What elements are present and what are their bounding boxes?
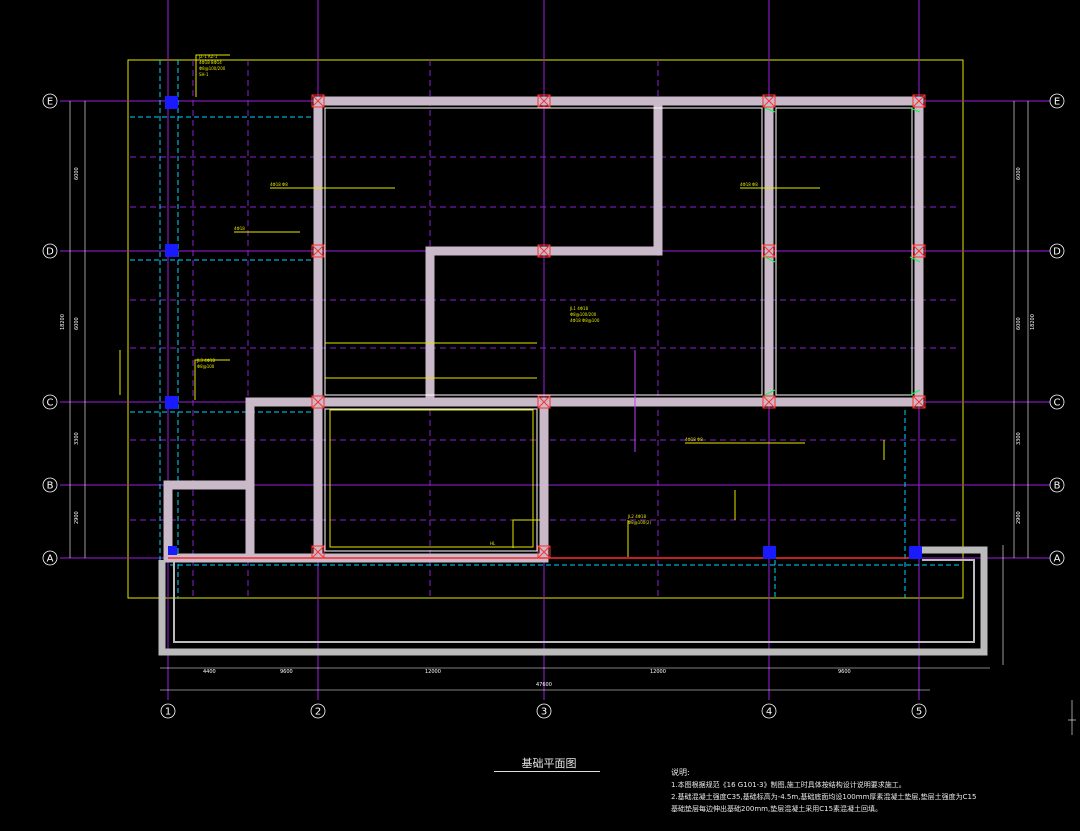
axis-bubble-left-B: B — [42, 477, 58, 493]
svg-text:3300: 3300 — [1016, 432, 1022, 445]
row-axis-bubbles: E E D D C C B B A A — [42, 93, 1065, 566]
axis-bubble-right-E: E — [1049, 93, 1065, 109]
svg-text:A: A — [1054, 554, 1061, 565]
svg-text:JL2 4Φ18: JL2 4Φ18 — [627, 514, 646, 519]
dim-bay-5: 9600 — [838, 669, 851, 675]
svg-text:Φ8@100/200: Φ8@100/200 — [199, 66, 226, 71]
column — [763, 546, 776, 559]
svg-text:4: 4 — [766, 707, 772, 718]
svg-text:Φ8@100(2): Φ8@100(2) — [628, 520, 651, 525]
svg-text:6000: 6000 — [74, 317, 80, 330]
drawing-frame — [127, 59, 964, 599]
svg-text:2900: 2900 — [1016, 511, 1022, 524]
svg-text:6000: 6000 — [1016, 317, 1022, 330]
dim-bay-2: 9600 — [280, 669, 293, 675]
scale-marker — [1068, 700, 1076, 735]
col-axis-bubbles: 1 2 3 4 5 — [160, 703, 927, 719]
svg-text:6000: 6000 — [74, 167, 80, 180]
pile-markers — [311, 94, 926, 559]
svg-text:JL3 4Φ18: JL3 4Φ18 — [196, 358, 215, 363]
svg-text:SH-1: SH-1 — [199, 72, 209, 77]
svg-text:3300: 3300 — [74, 432, 80, 445]
svg-text:C: C — [47, 398, 54, 409]
column — [165, 396, 178, 409]
axis-bubble-right-C: C — [1049, 394, 1065, 410]
svg-text:18200: 18200 — [60, 314, 66, 330]
bottom-dimension-labels: 4400 9600 12000 12000 9600 47600 — [203, 669, 851, 688]
notes-heading: 说明: — [671, 768, 690, 777]
dimension-texts: 6000 6000 3300 2900 18200 6000 6000 3300… — [60, 167, 1036, 524]
svg-text:Φ8@100/200: Φ8@100/200 — [570, 312, 597, 317]
cyan-dashed-lines — [130, 60, 960, 598]
svg-text:B: B — [47, 481, 54, 492]
svg-text:JZ-1 KZ-1: JZ-1 KZ-1 — [198, 54, 218, 59]
axis-bubble-left-C: C — [42, 394, 58, 410]
drawing-title: 基础平面图 — [521, 757, 577, 770]
pit-outline — [329, 409, 534, 548]
axis-bubble-left-E: E — [42, 93, 58, 109]
axis-bubble-bottom-2: 2 — [310, 703, 326, 719]
svg-text:4Φ18 8Φ14: 4Φ18 8Φ14 — [199, 60, 222, 65]
columns — [165, 96, 922, 559]
axis-bubble-right-A: A — [1049, 550, 1065, 566]
svg-text:18200: 18200 — [1030, 314, 1036, 330]
svg-text:C: C — [1054, 398, 1061, 409]
svg-text:2: 2 — [315, 707, 321, 718]
axis-bubble-left-D: D — [42, 243, 58, 259]
svg-text:D: D — [1053, 247, 1061, 258]
svg-text:E: E — [47, 97, 53, 108]
dim-total: 47600 — [536, 682, 552, 688]
svg-text:4Φ18 Φ8: 4Φ18 Φ8 — [270, 182, 288, 187]
svg-text:4Φ18 Φ8: 4Φ18 Φ8 — [740, 182, 758, 187]
svg-text:4Φ18: 4Φ18 — [234, 226, 245, 231]
svg-text:3: 3 — [541, 707, 547, 718]
axis-bubble-left-A: A — [42, 550, 58, 566]
svg-text:5: 5 — [916, 707, 922, 718]
svg-text:E: E — [1054, 97, 1060, 108]
axis-bubble-bottom-5: 5 — [911, 703, 927, 719]
general-notes: 说明: 1.本图根据规范《16 G101-3》制图,施工时具体按结构设计说明要求… — [671, 767, 1071, 815]
column — [165, 96, 178, 109]
svg-text:4Φ18 Φ8@100: 4Φ18 Φ8@100 — [570, 318, 600, 323]
note-line: 1.本图根据规范《16 G101-3》制图,施工时具体按结构设计说明要求施工。 — [671, 781, 906, 789]
axis-bubble-bottom-4: 4 — [761, 703, 777, 719]
svg-text:B: B — [1054, 481, 1061, 492]
axis-bubble-right-D: D — [1049, 243, 1065, 259]
column — [168, 546, 177, 555]
title-underline — [494, 771, 600, 772]
dim-bay-4: 12000 — [650, 669, 666, 675]
dimension-lines — [69, 101, 1029, 691]
svg-text:D: D — [46, 247, 54, 258]
annotation-leaders — [119, 54, 885, 557]
footing-outlines — [324, 107, 913, 552]
svg-text:2900: 2900 — [74, 511, 80, 524]
rebar-marks — [764, 107, 921, 396]
note-line: 基础垫层每边伸出基础200mm,垫层混凝土采用C15素混凝土回填。 — [671, 805, 883, 813]
axis-bubble-right-B: B — [1049, 477, 1065, 493]
svg-text:1: 1 — [165, 707, 171, 718]
dim-bay-3: 12000 — [425, 669, 441, 675]
column — [165, 244, 178, 257]
axis-bubble-bottom-3: 3 — [536, 703, 552, 719]
svg-text:4Φ18 Φ8: 4Φ18 Φ8 — [685, 437, 703, 442]
svg-text:JL1 4Φ18: JL1 4Φ18 — [569, 306, 588, 311]
dim-bay-1: 4400 — [203, 669, 216, 675]
axis-bubble-bottom-1: 1 — [160, 703, 176, 719]
svg-text:6000: 6000 — [1016, 167, 1022, 180]
note-line: 2.基础混凝土强度C35,基础标高为-4.5m,基础底面均设100mm厚素混凝土… — [671, 793, 977, 801]
column — [909, 546, 922, 559]
svg-text:A: A — [47, 554, 54, 565]
svg-text:Φ8@100: Φ8@100 — [197, 364, 215, 369]
svg-text:HL: HL — [490, 541, 496, 546]
